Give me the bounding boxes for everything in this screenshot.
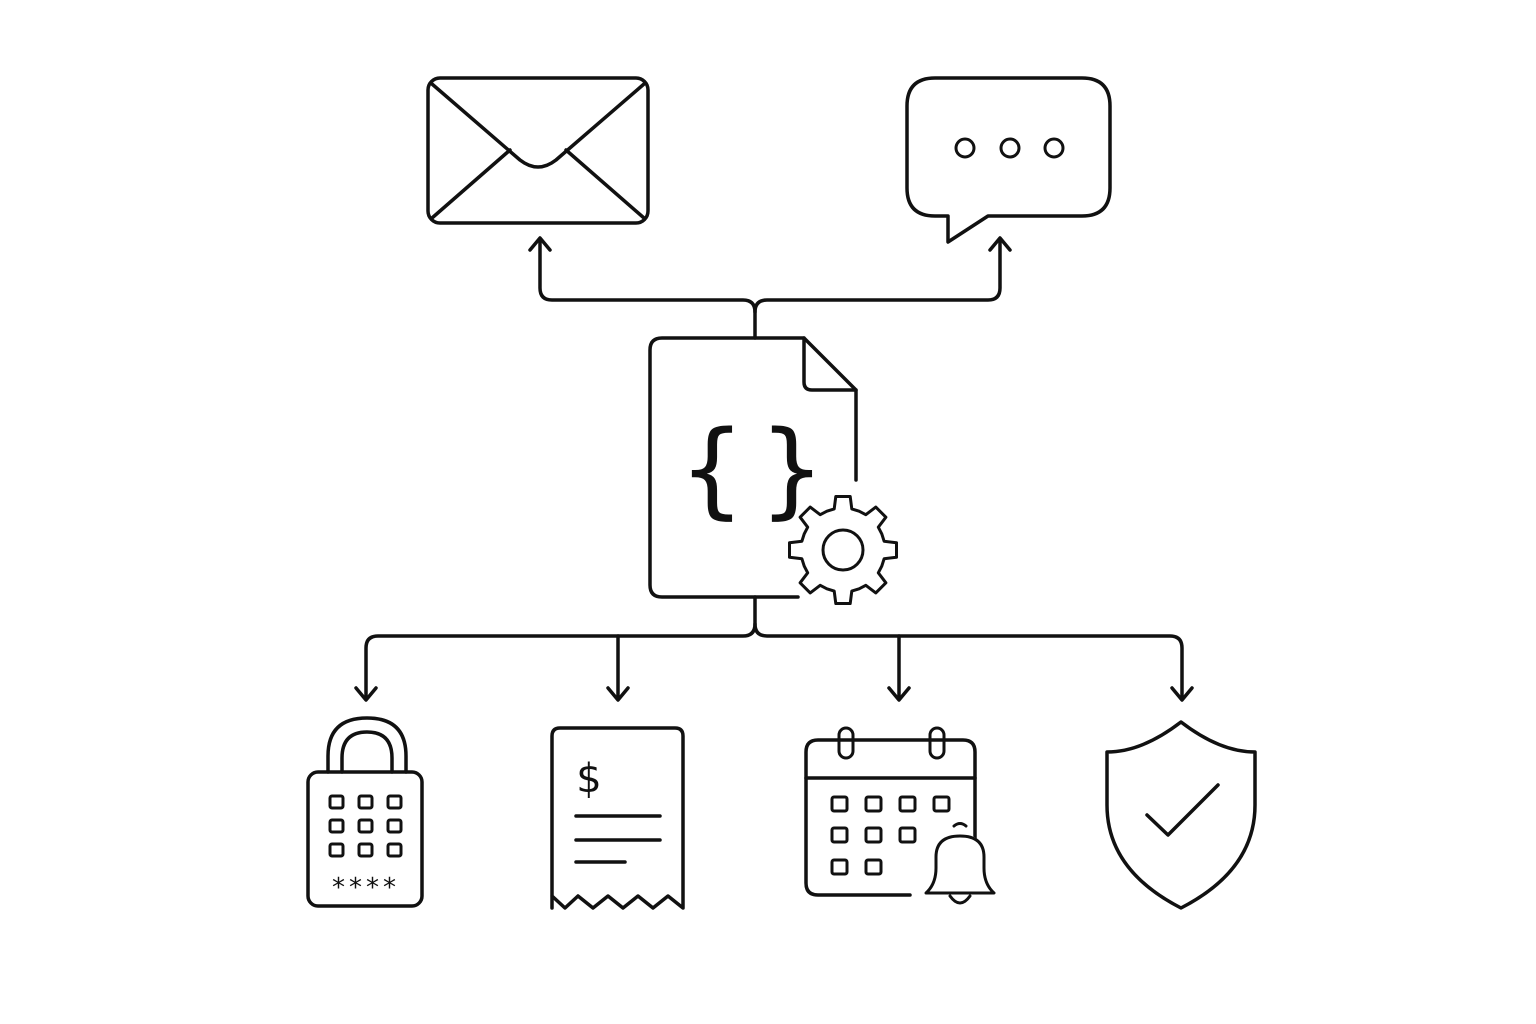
document-fold bbox=[802, 336, 858, 392]
arrowhead-down-shield bbox=[1170, 686, 1194, 702]
chat-bubble-icon bbox=[905, 76, 1112, 244]
document-outline bbox=[648, 336, 858, 599]
calendar-grid bbox=[830, 795, 951, 876]
keypad-grid bbox=[328, 794, 403, 858]
currency-symbol: $ bbox=[576, 756, 601, 802]
shield-check-icon bbox=[1105, 720, 1257, 910]
receipt-icon: $ bbox=[550, 726, 685, 910]
arrowhead-down-lock bbox=[354, 686, 378, 702]
connector-to-calendar bbox=[753, 622, 1184, 700]
code-file-settings-icon: { } bbox=[648, 336, 898, 605]
connector-to-envelope bbox=[538, 238, 757, 340]
brace-open: { bbox=[679, 408, 745, 530]
envelope-icon bbox=[426, 76, 650, 225]
masked-pin: **** bbox=[332, 873, 400, 903]
connectors-top bbox=[528, 236, 1012, 340]
arrowhead-down-calendar bbox=[887, 686, 911, 702]
connector-to-chat bbox=[753, 238, 1002, 314]
calendar-bell-icon bbox=[804, 726, 996, 905]
keypad-lock-icon: **** bbox=[306, 716, 424, 908]
gear-icon bbox=[788, 495, 898, 605]
arrowhead-up-envelope bbox=[528, 236, 552, 252]
arrowhead-down-receipt bbox=[606, 686, 630, 702]
arrowhead-up-chat bbox=[988, 236, 1012, 252]
bell-icon bbox=[924, 822, 996, 905]
connectors-bottom bbox=[354, 595, 1194, 702]
connector-to-lock bbox=[364, 595, 757, 700]
